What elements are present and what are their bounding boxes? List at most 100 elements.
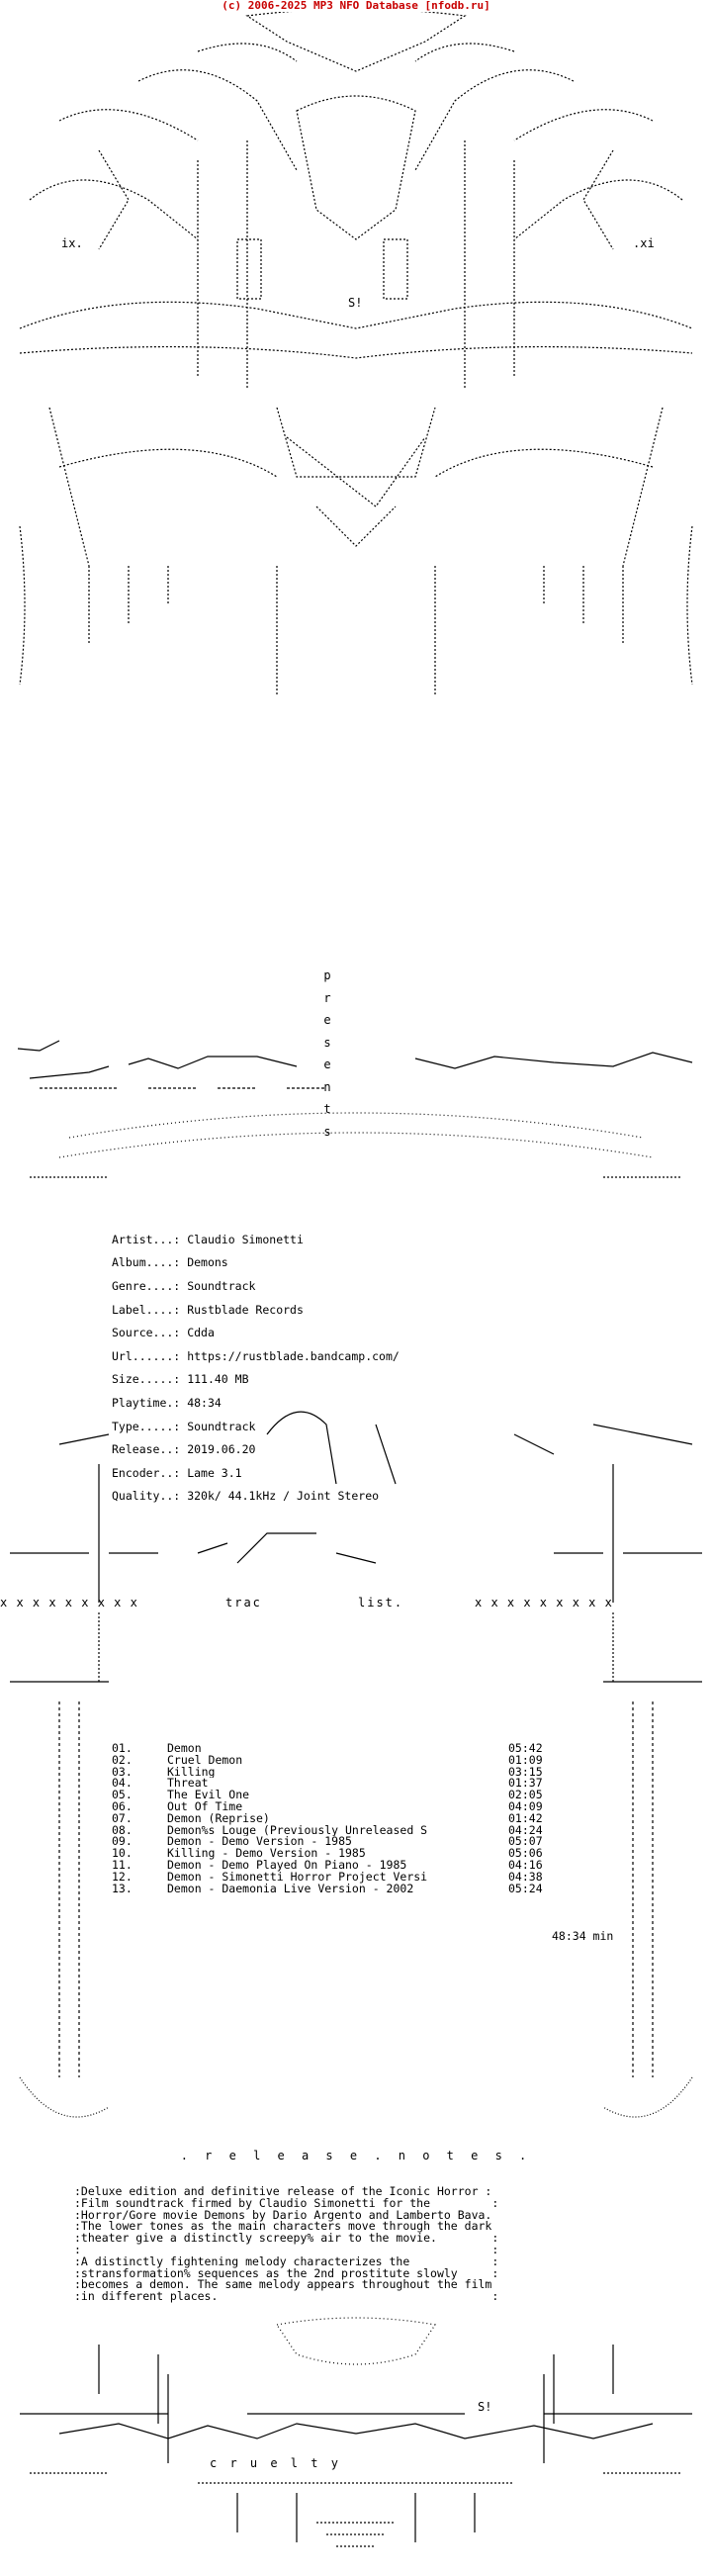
notes-line: :in different places. : [74,2289,499,2304]
release-info: Artist...: Claudio Simonetti Album....: … [112,1223,400,1515]
track-time: 05:06 [508,1846,543,1861]
center-mark-text: S! [348,296,362,310]
track-number: 06. [112,1798,133,1813]
track-time: 01:37 [508,1776,543,1791]
presents-letter: n [323,1079,331,1094]
url-value: https://rustblade.bandcamp.com/ [187,1348,400,1363]
track-time: 04:24 [508,1822,543,1837]
notes-line: :The lower tones as the main characters … [74,2219,492,2234]
track-title: Demon%s Louge (Previously Unreleased S [167,1824,428,1837]
type-value: Soundtrack [187,1419,256,1433]
track-row: 02. Cruel Demon 01:09 [112,1752,543,1767]
notes-line: :theater give a distinctly screepy% air … [74,2231,499,2246]
track-title: Cruel Demon [167,1754,243,1767]
x-row-left: x x x x x x x x x [0,1596,138,1610]
total-playtime: 48:34 min [552,1929,614,1943]
track-row: 07. Demon (Reprise) 01:42 [112,1810,543,1825]
track-time: 03:15 [508,1764,543,1779]
left-tag-text: ix. [61,236,83,250]
type-label: Type.....: [112,1419,181,1433]
track-time: 05:24 [508,1881,543,1895]
track-number: 07. [112,1810,133,1825]
artist-value: Claudio Simonetti [187,1232,304,1246]
track-number: 05. [112,1788,133,1802]
quality-value: 320k/ 44.1kHz / Joint Stereo [187,1489,380,1504]
presents-letter: r [323,990,331,1005]
presents-letter: p [323,968,331,982]
playtime-label: Playtime.: [112,1395,181,1410]
size-label: Size.....: [112,1372,181,1387]
track-number: 13. [112,1881,133,1895]
track-time: 04:09 [508,1798,543,1813]
artist-label: Artist...: [112,1232,181,1246]
genre-value: Soundtrack [187,1278,256,1293]
notes-line: :A distinctly fightening melody characte… [74,2254,499,2268]
track-title: The Evil One [167,1790,250,1801]
notes-line: :stransformation% sequences as the 2nd p… [74,2265,499,2280]
playtime-value: 48:34 [187,1395,222,1410]
track-title: Out Of Time [167,1800,243,1813]
quality-label: Quality..: [112,1489,181,1504]
track-time: 04:16 [508,1857,543,1872]
release-notes-text: :Deluxe edition and definitive release o… [74,2184,499,2304]
track-number: 01. [112,1741,133,1755]
encoder-value: Lame 3.1 [187,1465,242,1480]
tracklist-heading-right: list. [358,1596,403,1610]
track-title: Demon (Reprise) [167,1812,270,1825]
url-label: Url......: [112,1348,181,1363]
track-number: 08. [112,1822,133,1837]
source-value: Cdda [187,1326,215,1340]
footer-ascii-art: S! c r u e l t y [20,2317,692,2547]
header-ascii-art: ix. .xi S! [19,12,693,694]
track-number: 09. [112,1834,133,1849]
label-label: Label....: [112,1302,181,1317]
track-number: 02. [112,1752,133,1767]
track-time: 05:42 [508,1741,543,1755]
notes-line: :Deluxe edition and definitive release o… [74,2184,492,2198]
presents-letter: s [323,1035,331,1050]
notes-line: :becomes a demon. The same melody appear… [74,2277,492,2292]
x-row-right: x x x x x x x x x [475,1596,613,1610]
nfo-banner: (c) 2006-2025 MP3 NFO Database [nfodb.ru… [222,0,490,12]
release-value: 2019.06.20 [187,1442,256,1457]
track-title: Demon - Daemonia Live Version - 2002 [167,1883,414,1895]
size-value: 111.40 MB [187,1372,249,1387]
genre-label: Genre....: [112,1278,181,1293]
tracklist-frame-art: x x x x x x x x x x x x x x x x x x trac… [0,1411,702,2118]
album-value: Demons [187,1255,228,1270]
track-time: 01:09 [508,1752,543,1767]
presents-letter: e [323,1058,331,1071]
track-title: Demon - Simonetti Horror Project Versi [167,1871,428,1884]
notes-line: :Horror/Gore movie Demons by Dario Argen… [74,2207,492,2222]
track-row: 01. Demon 05:42 [112,1741,543,1755]
track-time: 04:38 [508,1869,543,1884]
track-row: 05. The Evil One 02:05 [112,1788,543,1802]
release-notes-heading: . r e l e a s e . n o t e s . [180,2149,532,2162]
presents-letter: e [323,1013,331,1027]
presents-letter: s [323,1124,331,1139]
track-title: Demon [167,1743,202,1755]
track-time: 02:05 [508,1788,543,1802]
presents-vertical: p r e s e n t s [320,965,334,1143]
group-logo-art [17,1040,693,1178]
track-number: 12. [112,1869,133,1884]
track-row: 08. Demon%s Louge (Previously Unreleased … [112,1822,543,1837]
right-tag-text: .xi [633,236,655,250]
track-time: 05:07 [508,1834,543,1849]
track-time: 01:42 [508,1810,543,1825]
notes-line: :Film soundtrack firmed by Claudio Simon… [74,2195,499,2210]
track-title: Killing - Demo Version - 1985 [167,1848,366,1860]
track-title: Demon - Demo Played On Piano - 1985 [167,1859,407,1872]
encoder-label: Encoder..: [112,1465,181,1480]
notes-line: : : [74,2242,499,2256]
source-label: Source...: [112,1326,181,1340]
footer-word: c r u e l t y [210,2456,341,2470]
track-number: 04. [112,1776,133,1791]
track-title: Killing [167,1766,216,1779]
tracklist-heading-left: trac [225,1596,262,1610]
album-label: Album....: [112,1255,181,1270]
